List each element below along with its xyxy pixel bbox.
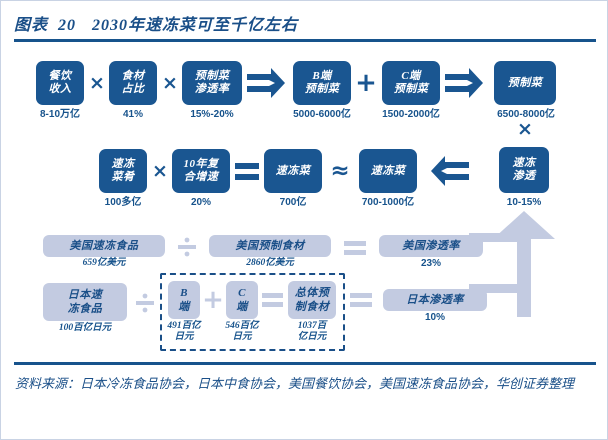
- caption-jp-frozen-food: 100百亿日元: [58, 323, 112, 333]
- box-frozen-dish-700: 速冻菜: [264, 149, 322, 193]
- box-jp-b-end-line2: 端: [178, 301, 190, 313]
- caption-ten-year-cagr: 20%: [190, 197, 211, 208]
- box-ten-year-cagr-line1: 10年复: [183, 158, 219, 170]
- operator-multiply-1: ×: [89, 72, 105, 94]
- source-note: 资料来源：日本冷冻食品协会，日本中食协会，美国餐饮协会，美国速冻食品协会，华创证…: [15, 376, 575, 391]
- box-jp-total-prepared-line1: 总体预: [294, 287, 330, 299]
- box-prepared-dish-total-line1: 预制菜: [507, 76, 543, 89]
- box-us-penetration-rate: 美国渗透率: [379, 235, 483, 257]
- box-c-end-prepared-dish-line2: 预制菜: [393, 83, 429, 95]
- box-jp-c-end-line2: 端: [236, 301, 248, 313]
- caption-jp-c-end-2: 日元: [232, 332, 252, 342]
- box-b-end-prepared-dish: B端 预制菜: [293, 61, 351, 105]
- box-frozen-dish-base-line1: 速冻: [111, 158, 135, 170]
- operator-equals-jp-inner: [262, 293, 283, 307]
- box-jp-b-end-line1: B: [180, 287, 188, 299]
- caption-jp-b-end-1: 491百亿: [167, 321, 201, 331]
- operator-multiply-vertical: ×: [517, 118, 533, 140]
- header-title-text: 2030年速冻菜可至千亿左右: [92, 17, 299, 34]
- header-prefix: 图表: [14, 17, 49, 34]
- double-arrow-right-1: [247, 68, 285, 98]
- merge-up-arrow: [469, 211, 555, 317]
- box-jp-c-end: C 端: [226, 281, 258, 319]
- caption-us-prepared-ingredients: 2860亿美元: [246, 258, 294, 268]
- box-frozen-dish-range-line1: 速冻菜: [370, 164, 406, 177]
- caption-c-end-prepared-dish: 1500-2000亿: [382, 109, 440, 120]
- box-frozen-penetration-line2: 渗透: [512, 170, 536, 182]
- page-title: 图表 20 2030年速冻菜可至千亿左右: [14, 11, 298, 35]
- box-prepared-dish-penetration-rate-line1: 预制菜: [194, 70, 230, 82]
- box-ten-year-cagr: 10年复 合增速: [172, 149, 230, 193]
- box-us-prepared-ingredients: 美国预制食材: [209, 235, 331, 257]
- box-jp-c-end-line1: C: [238, 287, 246, 299]
- box-jp-penetration-rate: 日本渗透率: [383, 289, 487, 311]
- caption-prepared-dish-total: 6500-8000亿: [497, 109, 555, 120]
- box-catering-revenue-line1: 餐饮: [48, 70, 72, 82]
- box-us-frozen-food: 美国速冻食品: [43, 235, 165, 257]
- box-jp-frozen-food: 日本速 冻食品: [43, 283, 127, 321]
- dashed-group-jp-prepared: [160, 273, 345, 351]
- box-frozen-dish-base: 速冻 菜肴: [99, 149, 147, 193]
- operator-plus-jp: +: [202, 285, 224, 315]
- footer-divider: [14, 362, 596, 365]
- caption-us-penetration-rate: 23%: [420, 258, 441, 269]
- header-number: 20: [58, 17, 77, 34]
- box-ingredient-share-line2: 占比: [121, 83, 145, 95]
- caption-jp-total-prepared-1: 1037百: [297, 321, 327, 331]
- box-b-end-prepared-dish-line1: B端: [312, 70, 332, 82]
- box-ingredient-share: 食材 占比: [109, 61, 157, 105]
- caption-catering-revenue: 8-10万亿: [39, 109, 80, 120]
- caption-jp-c-end-1: 546百亿: [225, 321, 259, 331]
- box-c-end-prepared-dish: C端 预制菜: [382, 61, 440, 105]
- operator-equals-us: [344, 241, 366, 255]
- box-jp-b-end: B 端: [168, 281, 200, 319]
- box-jp-frozen-food-line1: 日本速: [67, 289, 103, 301]
- caption-b-end-prepared-dish: 5000-6000亿: [293, 109, 351, 120]
- header-divider: [14, 39, 596, 42]
- box-frozen-dish-700-line1: 速冻菜: [275, 164, 311, 177]
- caption-frozen-penetration: 10-15%: [506, 197, 542, 208]
- operator-multiply-3: ×: [152, 160, 168, 182]
- box-frozen-dish-range: 速冻菜: [359, 149, 417, 193]
- box-c-end-prepared-dish-line1: C端: [401, 70, 421, 82]
- operator-equals-1: [235, 163, 259, 180]
- box-frozen-penetration-line1: 速冻: [512, 157, 536, 169]
- operator-multiply-2: ×: [162, 72, 178, 94]
- caption-us-frozen-food: 659亿美元: [82, 258, 126, 268]
- caption-frozen-dish-700: 700亿: [279, 197, 307, 208]
- double-arrow-left: [431, 156, 469, 186]
- figure-header: 图表 20 2030年速冻菜可至千亿左右: [14, 9, 596, 43]
- caption-jp-total-prepared-2: 亿日元: [297, 332, 327, 342]
- operator-equals-jp-outer: [350, 293, 372, 307]
- double-arrow-right-2: [445, 68, 483, 98]
- caption-prepared-dish-penetration-rate: 15%-20%: [190, 109, 234, 120]
- box-ingredient-share-line1: 食材: [121, 70, 145, 82]
- caption-jp-penetration-rate: 10%: [424, 312, 445, 323]
- box-ten-year-cagr-line2: 合增速: [183, 171, 219, 183]
- box-frozen-penetration: 速冻 渗透: [499, 147, 549, 193]
- box-prepared-dish-total: 预制菜: [494, 61, 556, 105]
- box-jp-frozen-food-line2: 冻食品: [67, 303, 103, 315]
- box-jp-total-prepared-line2: 制食材: [294, 301, 330, 313]
- box-frozen-dish-base-line2: 菜肴: [111, 171, 135, 183]
- caption-jp-b-end-2: 日元: [174, 332, 194, 342]
- box-jp-total-prepared: 总体预 制食材: [288, 281, 336, 319]
- box-catering-revenue: 餐饮 收入: [36, 61, 84, 105]
- box-prepared-dish-penetration-rate: 预制菜 渗透率: [182, 61, 242, 105]
- operator-plus-1: +: [355, 68, 377, 98]
- box-catering-revenue-line2: 收入: [48, 83, 72, 95]
- caption-frozen-dish-base: 100多亿: [104, 197, 142, 208]
- caption-ingredient-share: 41%: [122, 109, 143, 120]
- caption-frozen-dish-range: 700-1000亿: [361, 197, 415, 208]
- box-prepared-dish-penetration-rate-line2: 渗透率: [194, 83, 230, 95]
- operator-divide-us: [178, 237, 196, 257]
- box-b-end-prepared-dish-line2: 预制菜: [304, 83, 340, 95]
- operator-divide-jp: [136, 293, 154, 313]
- operator-approx: ≈: [330, 158, 350, 184]
